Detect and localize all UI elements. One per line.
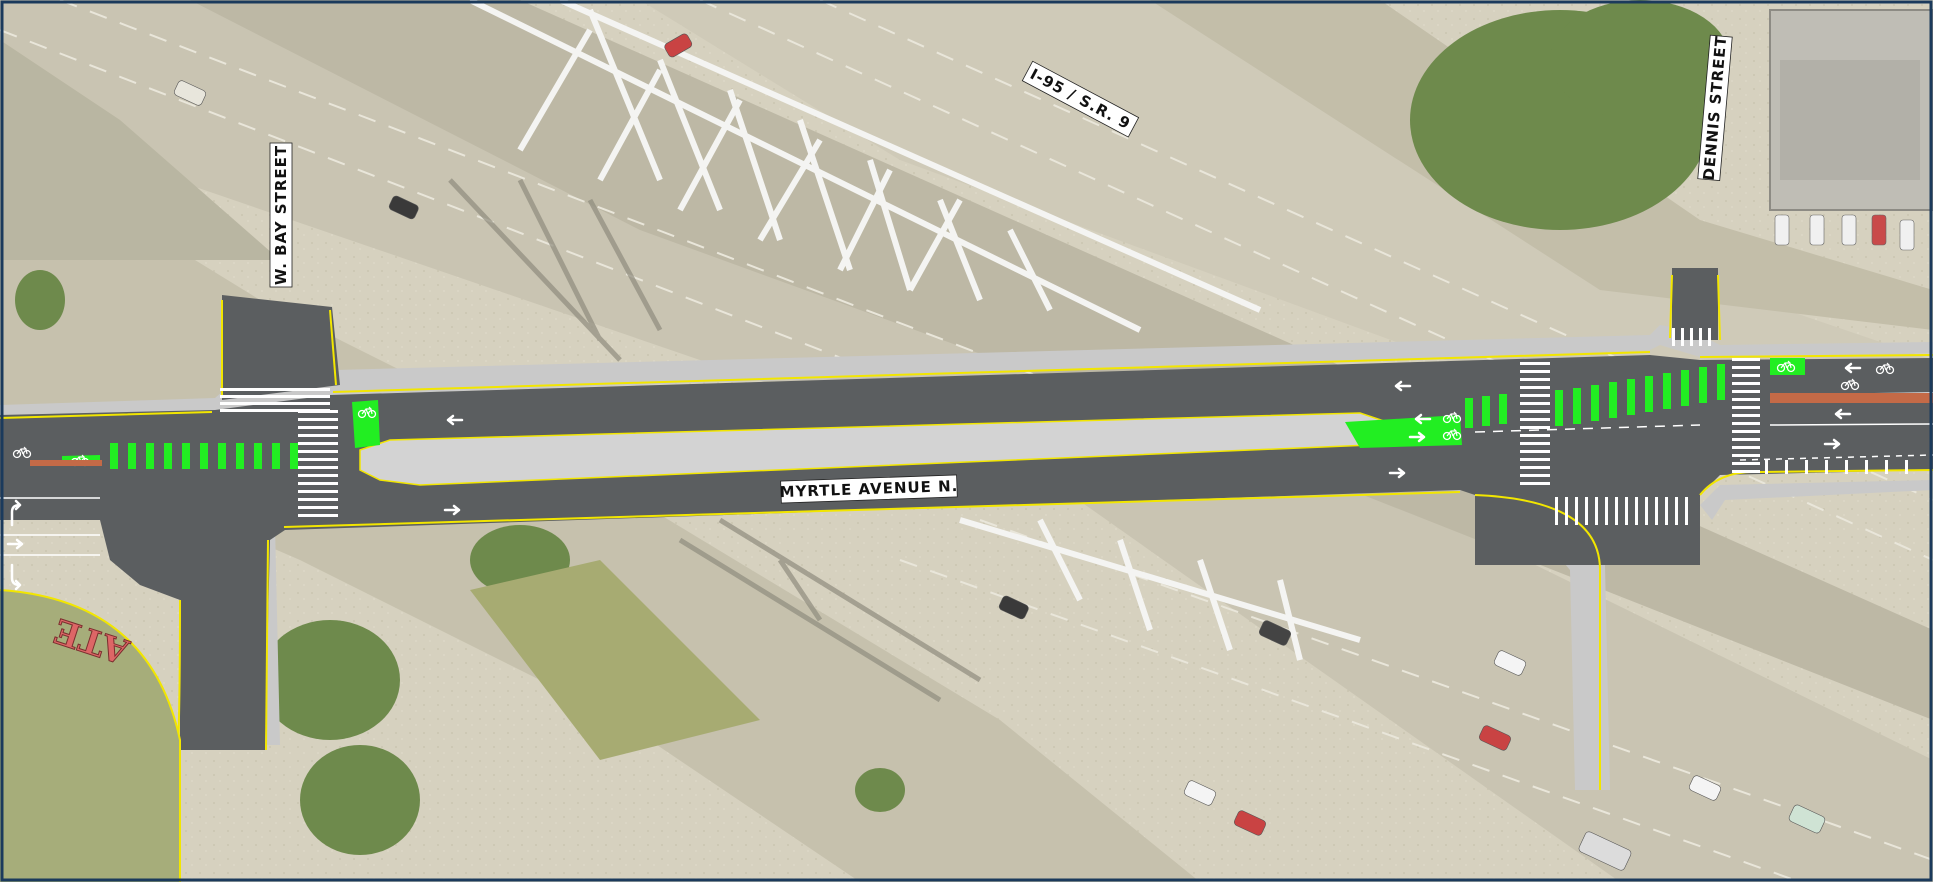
turn-arrow-icon [10,499,22,591]
park-area [0,590,180,882]
brick-median-west [30,460,102,466]
crosswalks [220,328,1908,525]
label-west-street-group: W. BAY STREET [269,142,293,288]
label-main-street-group: MYRTLE AVENUE N. [779,474,959,504]
parked-cars [1774,214,1915,251]
edge-lines [0,274,1933,790]
bridge-shadow [448,178,982,703]
vehicles [174,33,1826,871]
building [1769,9,1933,211]
grass-area [470,560,760,760]
tree-canopy [15,0,1730,855]
brick-median [1770,393,1933,403]
park-edge [0,589,181,882]
label-west-street: W. BAY STREET [272,145,290,285]
